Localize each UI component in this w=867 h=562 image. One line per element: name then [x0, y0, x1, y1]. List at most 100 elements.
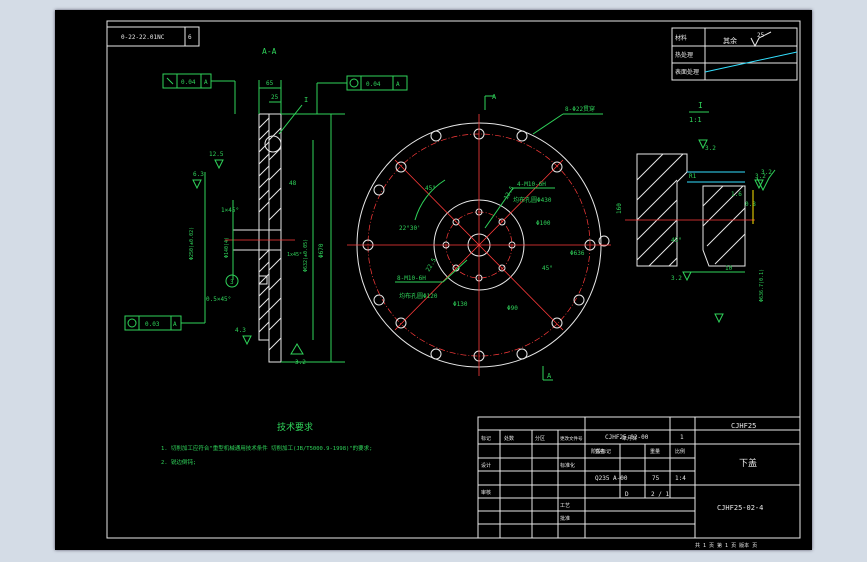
- detail-3-2c: 3.2: [671, 275, 682, 282]
- tb-stage-label: 阶段标记: [591, 448, 611, 455]
- tb-part-name: 下盖: [739, 457, 757, 469]
- corner-code-cell: 6: [188, 34, 192, 41]
- tolerance-frame-flatness: 0.04 A: [162, 73, 236, 114]
- section-notch: [258, 275, 268, 285]
- top-right-table: 材料 其余 25 热处理 表面处理: [671, 27, 798, 81]
- tolerance-frame-bottom: 0.03 A: [124, 310, 206, 331]
- svg-text:Φ250(±0.02): Φ250(±0.02): [189, 227, 195, 260]
- label-angle-22: 22°30': [399, 225, 421, 232]
- tb-code: CJHF25-02-00: [605, 434, 649, 441]
- svg-text:160: 160: [616, 203, 623, 214]
- dim-chamfer-top: 1×45°: [221, 207, 239, 214]
- detail-0-8: 0.8: [745, 201, 756, 208]
- label-angle-45b: 45°: [542, 265, 553, 272]
- datum-a-triangle: [290, 343, 304, 355]
- tb-scale: 1:4: [675, 475, 686, 482]
- svg-text:Φ140(4): Φ140(4): [224, 237, 230, 258]
- detail-body: [636, 153, 688, 267]
- detail-1-6: 1.6: [731, 191, 742, 198]
- tb-sheet: 2 / 1: [651, 491, 669, 498]
- svg-text:3: 3: [230, 279, 234, 286]
- label-d130: Φ130: [453, 301, 468, 308]
- detail-dim: Φ636.7(0.1): [759, 269, 765, 302]
- label-holes-small: 均布孔圆Φ430: [513, 196, 552, 204]
- dim-670: Φ670: [318, 243, 325, 258]
- label-m10: 4-M10-6H: [517, 181, 546, 188]
- tb-weight-label: 重量: [650, 448, 660, 455]
- dim-25: 25: [271, 94, 279, 101]
- dim-chamfer-bottom: 0.5×45°: [206, 296, 231, 303]
- detail-3-2b: 3.2: [755, 173, 766, 180]
- tr-surface-label: 表面处理: [675, 68, 699, 76]
- tr-material-value: 25: [757, 32, 765, 39]
- tb-scale-label: 比例: [675, 448, 685, 455]
- detail-marker-i: I: [304, 96, 308, 104]
- dim-4-3: 4.3: [235, 327, 246, 334]
- svg-text:A: A: [173, 321, 177, 328]
- detail-gasket: [702, 185, 746, 267]
- tech-title: 技术要求: [277, 421, 313, 433]
- corner-code-box: 0-22-22.01NC 6: [106, 26, 200, 47]
- page-footer: 共 1 页 第 1 页 版本 页: [695, 542, 757, 549]
- tb-qty: 1: [680, 434, 684, 441]
- drawing-sheet: 0-22-22.01NC 6 A-A: [55, 10, 812, 550]
- tb-date: 年月日: [622, 435, 637, 442]
- svg-text:0.03: 0.03: [145, 321, 160, 328]
- dim-3-2: 3.2: [295, 359, 306, 366]
- tb-design: 设计: [481, 462, 491, 469]
- label-m10b: 8-M10-6H: [397, 275, 426, 282]
- tech-line-2: 2. 锐边倒钝;: [161, 458, 196, 466]
- tb-mark: 标记: [481, 435, 491, 442]
- svg-text:A: A: [204, 79, 208, 86]
- tb-mass: 75: [652, 475, 660, 482]
- dim-1x45: 1x45°: [287, 252, 302, 258]
- tb-std: 标准化: [560, 462, 575, 469]
- tr-heat-label: 热处理: [675, 51, 693, 59]
- tb-drawing-no: CJHF25-02-4: [717, 504, 763, 512]
- detail-angle: 45°: [671, 237, 682, 244]
- label-angle-45a: 45°: [425, 185, 436, 192]
- detail-10: 10: [725, 265, 733, 272]
- tb-change: 更改文件号: [560, 435, 583, 442]
- svg-text:A: A: [396, 81, 400, 88]
- tb-zone: 分区: [535, 435, 545, 442]
- dim-65: 65: [266, 80, 274, 87]
- section-top-hole: [264, 135, 282, 153]
- detail-scale: 1:1: [689, 116, 702, 124]
- label-d636: Φ636: [570, 250, 585, 257]
- tb-count: 处数: [504, 435, 514, 442]
- section-mark-a-top: A: [492, 93, 497, 101]
- title-block: CJHF25-02-00 1 CJHF25 下盖 CJHF25-02-4 Q23…: [477, 416, 801, 539]
- label-hole-eq: 均布孔圆Φ120: [399, 292, 438, 300]
- tech-line-1: 1. 切削加工应符合"重型机械通用技术条件 切削加工(JB/T5000.9-19…: [161, 444, 372, 452]
- svg-text:Φ632(±0.05): Φ632(±0.05): [303, 239, 309, 272]
- surface-finish-note: 3.2: [756, 169, 776, 192]
- tr-material-label: 材料: [675, 34, 687, 42]
- svg-text:0.04: 0.04: [181, 79, 196, 86]
- tb-company: CJHF25: [731, 422, 756, 430]
- tb-material: Q235 A-00: [595, 475, 628, 482]
- dim-6-3: 6.3: [193, 171, 204, 178]
- detail-r1: R1: [689, 173, 697, 180]
- technical-requirements: 技术要求 1. 切削加工应符合"重型机械通用技术条件 切削加工(JB/T5000…: [161, 421, 372, 466]
- tr-material-other: 其余: [723, 36, 737, 45]
- section-hatching: [258, 117, 282, 351]
- section-mark-a-bottom: A: [547, 372, 552, 380]
- tb-sign: 签名: [595, 448, 605, 455]
- tolerance-frame-runout: 0.04 A: [316, 75, 408, 114]
- dim-12-5: 12.5: [209, 151, 224, 158]
- drawing-frame: [106, 20, 801, 539]
- circle-ref-3: [225, 274, 239, 288]
- label-d90: Φ90: [507, 305, 518, 312]
- dim-48: 48: [289, 180, 297, 187]
- detail-view-i: I 1:1 3.2 3.2 R1 1.6 0.8 45° 10 Φ636.7(0…: [625, 101, 766, 324]
- tb-craft: 工艺: [560, 503, 570, 509]
- tb-check: 审核: [481, 489, 491, 496]
- detail-title: I: [698, 101, 703, 110]
- tb-approve: 批准: [560, 515, 570, 522]
- svg-text:0.04: 0.04: [366, 81, 381, 88]
- tb-stage: D: [625, 491, 629, 498]
- section-view-a-a: A-A: [124, 47, 408, 366]
- corner-code-text: 0-22-22.01NC: [121, 34, 165, 41]
- label-d100: Φ100: [536, 220, 551, 227]
